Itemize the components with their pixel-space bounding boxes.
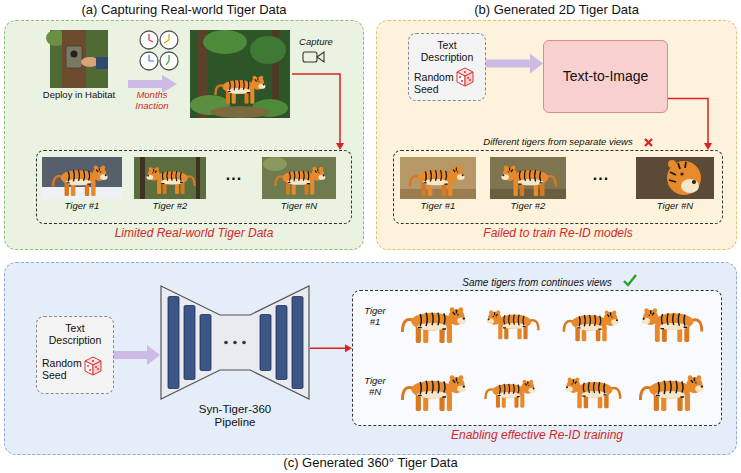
pipeline-name: Syn-Tiger-360 Pipeline: [180, 403, 290, 429]
photo-caption: Tiger #1: [65, 201, 100, 212]
layer-dot: [224, 341, 228, 345]
arrow-note: Inaction: [122, 101, 182, 112]
input-box: Text DescriptionRandom Seed: [36, 316, 114, 394]
tiger-photo: Tiger #N: [636, 157, 714, 199]
model-name: Text-to-Image: [563, 68, 649, 84]
layer-bar: [292, 297, 303, 389]
node-outline: [160, 285, 310, 400]
arrow-note: Months: [122, 90, 182, 101]
layer-bar: [168, 297, 179, 389]
input-text: Random Seed: [414, 71, 456, 95]
tiger-gallery: Same tigers from continues viewsEnabling…: [352, 290, 722, 426]
panel-title: (a) Capturing Real-world Tiger Data: [5, 3, 363, 18]
layer-dot: [242, 341, 246, 345]
photo-caption: Tiger #N: [281, 201, 317, 212]
photo-caption: Tiger #2: [153, 201, 188, 212]
input-box: Text DescriptionRandom Seed: [408, 33, 486, 101]
row-label: Tiger #1: [360, 306, 390, 328]
tiger-gallery: Limited Real-world Tiger DataTiger #1Tig…: [36, 150, 352, 224]
panel: (c) Generated 360° Tiger DataText Descri…: [4, 262, 737, 455]
input-text: Text Description: [409, 39, 485, 63]
photo-caption: Tiger #1: [421, 201, 456, 212]
tiger-photo: Tiger #2: [490, 157, 566, 199]
input-text: Text Description: [37, 322, 113, 346]
input-text: Random Seed: [42, 357, 84, 381]
layer-bar: [260, 315, 271, 371]
tiger-photo: Tiger #1: [42, 157, 122, 199]
pipeline-shape: Syn-Tiger-360 Pipeline: [160, 285, 310, 400]
layer-bar: [200, 315, 211, 371]
photo-caption: Tiger #2: [511, 201, 546, 212]
layer-dot: [233, 341, 237, 345]
tiger-photo: Tiger #N: [262, 157, 336, 199]
panel: (b) Generated 2D Tiger DataText Descript…: [376, 20, 737, 250]
gallery-caption: Limited Real-world Tiger Data: [115, 227, 274, 241]
model-box: Text-to-Image: [543, 40, 668, 113]
arrow-note: Capture: [291, 37, 341, 48]
panel-title: (b) Generated 2D Tiger Data: [377, 3, 736, 18]
camera-photo: Deploy in Habitat: [50, 30, 108, 88]
tiger-photo: Tiger #2: [134, 157, 206, 199]
layer-bar: [276, 306, 287, 380]
tiger-gallery: Different tigers from separate viewsFail…: [393, 150, 723, 224]
pipeline-outline: [161, 286, 309, 399]
gallery-caption: Enabling effective Re-ID training: [451, 429, 623, 443]
gallery-heading: Same tigers from continues views: [353, 277, 721, 289]
layer-bar: [184, 306, 195, 380]
panel-title: (c) Generated 360° Tiger Data: [5, 456, 736, 471]
gallery-caption: Failed to train Re-ID models: [483, 227, 632, 241]
photo-caption: Deploy in Habitat: [43, 90, 115, 101]
photo-caption: Tiger #N: [657, 201, 693, 212]
ellipsis: ...: [581, 166, 621, 184]
ellipsis: ...: [214, 166, 254, 184]
row-label: Tiger #N: [360, 376, 390, 398]
panel: (a) Capturing Real-world Tiger DataDeplo…: [4, 20, 364, 250]
tiger-photo: Tiger #1: [400, 157, 476, 199]
gallery-heading: Different tigers from separate views: [394, 137, 722, 148]
